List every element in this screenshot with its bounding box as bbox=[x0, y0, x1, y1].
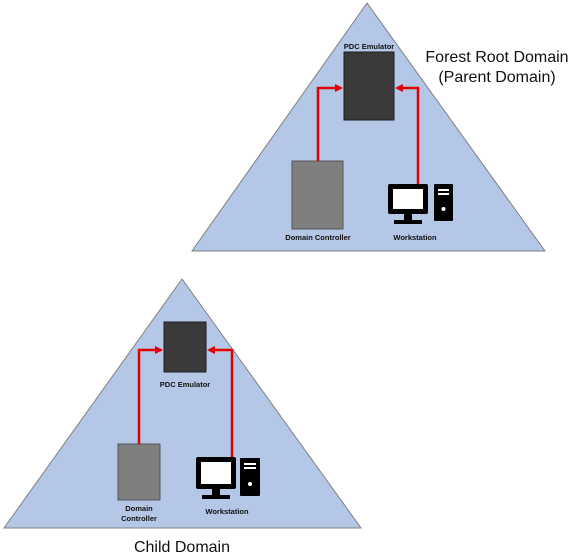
forest-workstation-label: Workstation bbox=[393, 233, 437, 242]
child-domain-title: Child Domain bbox=[133, 539, 231, 556]
forest-root-title-line1: Forest Root Domain bbox=[425, 49, 569, 66]
forest-pdc-emulator-server bbox=[343, 51, 395, 121]
forest-workstation-icon bbox=[388, 184, 453, 224]
forest-dc-to-pdc-arrow bbox=[316, 84, 343, 161]
child-pdc-emulator-server bbox=[163, 321, 207, 373]
child-domain-controller-server bbox=[117, 443, 161, 501]
child-domain-controller-label-line2: Controller bbox=[121, 514, 157, 523]
child-pdc-emulator-label: PDC Emulator bbox=[160, 380, 211, 389]
forest-domain-controller-server bbox=[291, 160, 344, 230]
forest-root-title-line2: (Parent Domain) bbox=[438, 69, 556, 86]
child-workstation-icon bbox=[196, 457, 260, 499]
child-domain: PDC Emulator Domain Controller Workstati… bbox=[3, 278, 362, 529]
forest-domain-controller-label: Domain Controller bbox=[285, 233, 351, 242]
forest-pdc-emulator-label: PDC Emulator bbox=[344, 42, 395, 51]
child-ws-to-pdc-arrow bbox=[207, 346, 234, 457]
forest-ws-to-pdc-arrow bbox=[395, 84, 420, 184]
child-workstation-label: Workstation bbox=[205, 507, 249, 516]
forest-root-domain: PDC Emulator Domain Controller Workstati… bbox=[191, 2, 546, 252]
child-triangle bbox=[3, 278, 362, 529]
child-domain-controller-label-line1: Domain bbox=[125, 504, 153, 513]
child-dc-to-pdc-arrow bbox=[137, 346, 163, 444]
forest-root-triangle bbox=[191, 2, 546, 252]
forest-root-title: Forest Root Domain (Parent Domain) bbox=[417, 48, 577, 88]
